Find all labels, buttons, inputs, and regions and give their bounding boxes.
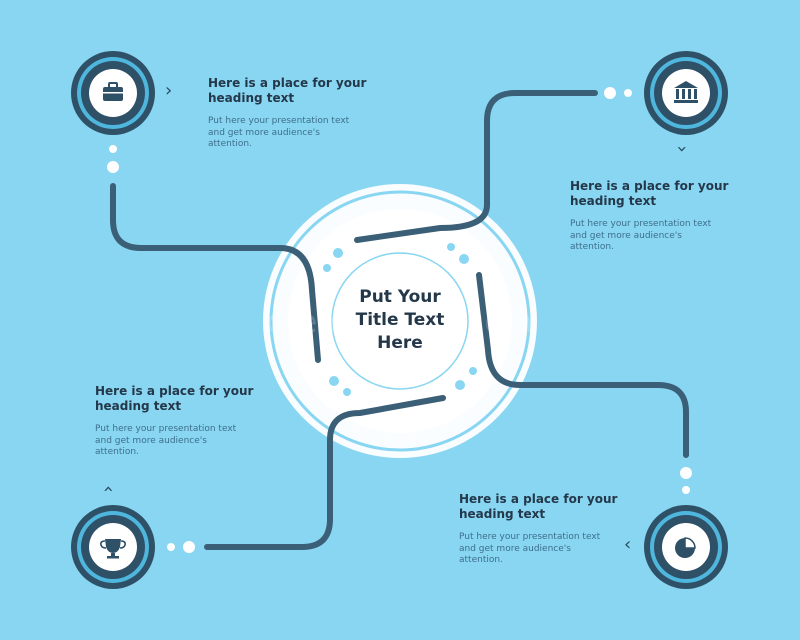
connector-bottom-right xyxy=(476,272,689,458)
center-title: Put Your Title Text Here xyxy=(330,286,470,355)
watermark: dreamstime.com xyxy=(266,305,534,340)
connector-lines xyxy=(110,90,689,550)
center-inner-disc xyxy=(288,209,512,433)
center-title-line-1: Put Your xyxy=(359,287,441,307)
step-4-body: Put here your presentation text and get … xyxy=(459,532,601,565)
connector-top-left xyxy=(110,183,321,363)
step-1-text: Here is a place for your heading text Pu… xyxy=(208,76,428,151)
badge-top-right xyxy=(644,51,728,135)
center-circle xyxy=(263,184,537,458)
trophy-icon xyxy=(100,539,126,559)
chevron-down-icon: › xyxy=(671,145,693,153)
center-title-ring xyxy=(331,252,469,390)
step-3-heading: Here is a place for your heading text xyxy=(95,384,254,413)
step-3-text: Here is a place for your heading text Pu… xyxy=(95,384,315,459)
badge-bottom-right xyxy=(644,505,728,589)
briefcase-icon xyxy=(103,82,123,101)
step-2-body: Put here your presentation text and get … xyxy=(570,219,712,252)
badge-top-left xyxy=(71,51,155,135)
chevron-left-icon: ‹ xyxy=(624,534,632,555)
step-2-text: Here is a place for your heading text Pu… xyxy=(570,179,790,254)
center-outer-ring xyxy=(269,190,531,452)
badge-bottom-left xyxy=(71,505,155,589)
center-dots xyxy=(323,243,477,396)
step-2-heading: Here is a place for your heading text xyxy=(570,179,729,208)
step-4-text: Here is a place for your heading text Pu… xyxy=(459,492,679,567)
bank-icon xyxy=(674,81,698,103)
outer-dots xyxy=(107,87,692,553)
connector-bottom-left xyxy=(204,395,446,550)
connector-top-right xyxy=(354,90,598,243)
center-title-line-2: Title Text xyxy=(355,310,445,330)
chevron-up-icon: › xyxy=(97,485,119,493)
step-4-heading: Here is a place for your heading text xyxy=(459,492,618,521)
step-1-heading: Here is a place for your heading text xyxy=(208,76,367,105)
center-title-line-3: Here xyxy=(377,333,423,353)
step-1-body: Put here your presentation text and get … xyxy=(208,116,350,149)
pie-chart-icon xyxy=(675,537,696,558)
step-3-body: Put here your presentation text and get … xyxy=(95,424,237,457)
chevron-right-icon: › xyxy=(165,80,173,101)
